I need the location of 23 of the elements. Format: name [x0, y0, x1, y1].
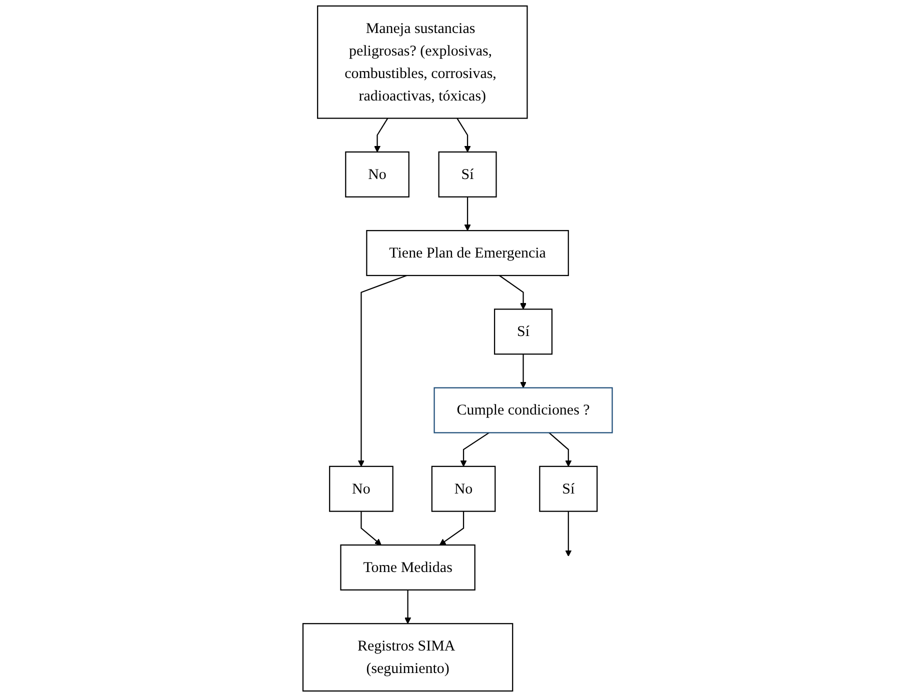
arrow	[520, 354, 526, 388]
arrow	[358, 274, 407, 467]
node-box: Sí	[438, 151, 497, 198]
node-box: Tome Medidas	[340, 544, 476, 590]
node-box: No	[328, 466, 394, 512]
arrow	[460, 432, 490, 467]
node-box: Cumple condiciones ?	[434, 387, 613, 434]
arrow	[564, 511, 572, 557]
arrow	[404, 590, 411, 624]
arrow	[456, 118, 471, 152]
node-box: Tiene Plan de Emergencia	[366, 230, 569, 276]
node-box: Registros SIMA (seguimiento)	[302, 623, 514, 692]
arrow	[464, 196, 471, 231]
node-box: Sí	[539, 466, 598, 512]
node-box: Sí	[494, 308, 552, 355]
arrow	[374, 118, 388, 152]
node-box: No	[344, 151, 410, 198]
arrow	[360, 511, 382, 546]
arrow	[498, 275, 526, 310]
arrow	[548, 432, 572, 467]
arrow	[439, 511, 464, 546]
node-box: Maneja sustancias peligrosas? (explosivas, combustibles, corrosivas, radioactivas, tóxicas)	[316, 5, 528, 119]
node-box: No	[431, 466, 496, 512]
